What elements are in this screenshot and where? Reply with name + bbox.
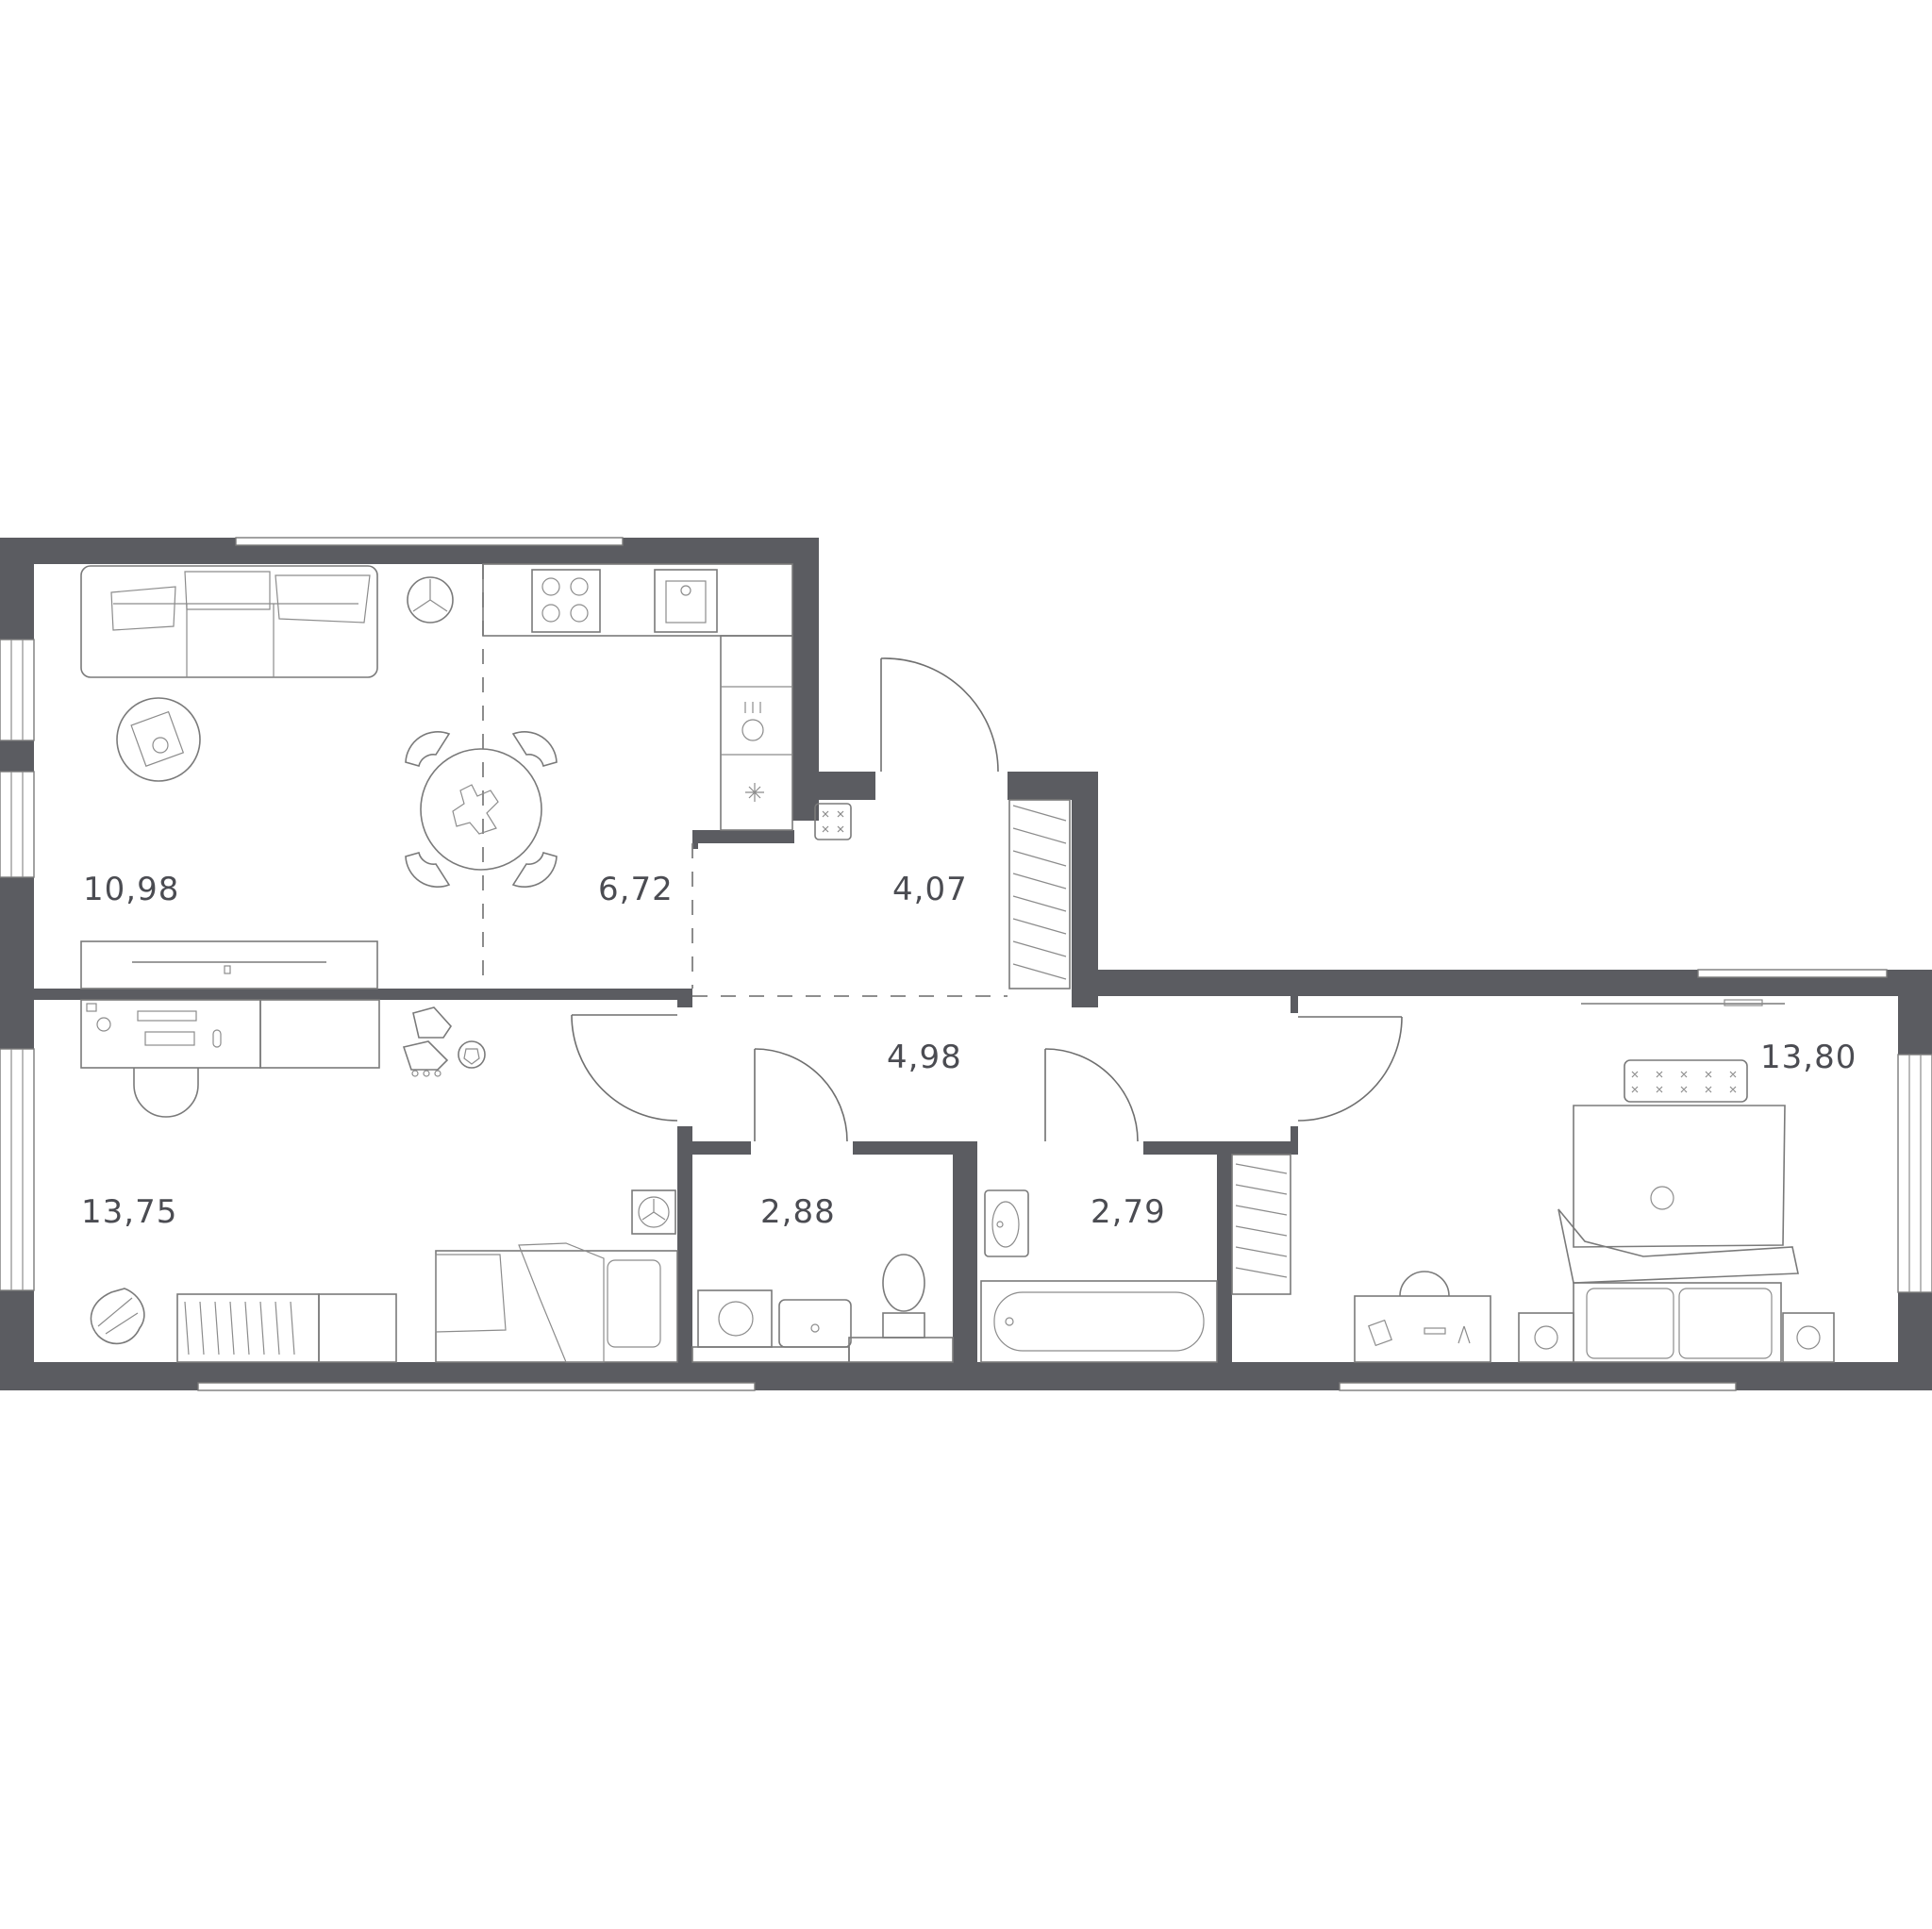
wall-wc-top-left [677,1141,751,1155]
wc-box [848,1337,954,1363]
window-top-living [235,537,624,546]
wardrobe-icon [1008,799,1071,989]
wall-tub-bedroom [1217,1141,1232,1368]
bed-icon [1557,1105,1799,1363]
area-label-bedroom-right: 13,80 [1760,1039,1857,1076]
area-label-bathroom-wc: 2,88 [760,1193,836,1231]
area-label-corridor: 4,98 [887,1039,962,1076]
wall-hall-left-stub [819,772,875,800]
area-label-bathroom-tub: 2,79 [1091,1193,1166,1231]
wall-left-2 [0,740,34,772]
wall-wc-top-right [853,1141,964,1155]
boiler-icon [814,803,852,840]
bedroom-right-furniture [1231,999,1835,1363]
bed-icon [435,1242,678,1363]
nightstand-icon [1518,1312,1835,1363]
wc-counter [691,1346,850,1363]
tv-icon [1581,999,1785,1006]
wall-right-1 [1898,970,1932,1055]
dining-table-icon [405,731,558,888]
window-living-1 [0,639,35,741]
entrance-door-swing [880,657,999,773]
washing-machine-icon [697,1289,773,1348]
wall-corridor-stub-left [677,989,692,1007]
zone-dividers [482,564,1008,997]
chair-icon [405,731,558,888]
wall-kitchen-right [792,538,819,821]
hall-furniture [814,799,1071,989]
walls [0,538,1932,1390]
toilet-icon [882,1254,925,1339]
window-bottom-left [197,1382,756,1391]
shelf [259,999,380,1069]
wall-kitchen-hall-end [692,830,698,849]
window-living-2 [0,771,35,878]
dishwasher-icon [741,702,764,741]
fridge-icon [745,783,764,802]
counter-top [482,563,793,637]
skates-icon [402,1006,453,1077]
desk-icon [80,999,261,1118]
ac-unit-icon [407,576,454,624]
kitchen-furniture [405,563,793,888]
area-label-hall-upper: 4,07 [892,871,968,908]
wall-wc-tub [953,1141,968,1368]
ac-unit-icon [631,1189,676,1235]
coffee-table-icon [116,697,201,782]
window-bottom-right [1339,1382,1737,1391]
sink-icon [778,1299,852,1348]
window-bedroom-right [1897,1054,1932,1293]
wall-wc-tub-b [968,1141,977,1368]
sink-icon [654,569,718,633]
plant-icon [90,1288,145,1345]
wall-corridor-stub-top [1291,996,1298,1013]
wardrobe-icon [176,1293,397,1363]
doors [571,657,1403,1142]
door-wc-swing [754,1048,848,1142]
stove-icon [531,569,601,633]
bedroom-left-furniture [80,999,678,1363]
windows [0,537,1932,1391]
sofa-icon [80,565,378,678]
wardrobe-icon [1231,1154,1291,1295]
wall-bedroom-left-right [677,1126,692,1368]
area-label-kitchen: 6,72 [598,871,674,908]
wc-furniture [691,1254,954,1363]
door-bedroom-left-swing [571,1014,678,1122]
door-tub-swing [1044,1048,1139,1142]
bath-furniture [980,1189,1218,1363]
wall-hall-right [1072,772,1098,1007]
sink-icon [984,1189,1029,1257]
window-top-bedroom [1697,969,1888,978]
area-labels: 10,98 6,72 4,07 4,98 13,75 2,88 2,79 13,… [81,871,1857,1231]
wall-corridor-stub-right [1291,1126,1298,1155]
bathtub-icon [980,1280,1218,1363]
counter-right [720,635,793,831]
living-furniture [80,565,454,989]
door-bedroom-right-swing [1297,1016,1403,1122]
wall-kitchen-hall [692,830,794,843]
desk-icon [1354,1271,1491,1363]
ball-icon [458,1040,486,1069]
area-label-living: 10,98 [83,871,179,908]
rug-icon [1624,1059,1748,1103]
wall-left-3 [0,877,34,1049]
tv-icon [80,940,378,989]
window-bedroom-left [0,1048,35,1291]
area-label-bedroom-left: 13,75 [81,1193,177,1231]
wall-living-bedroom [34,989,689,1000]
